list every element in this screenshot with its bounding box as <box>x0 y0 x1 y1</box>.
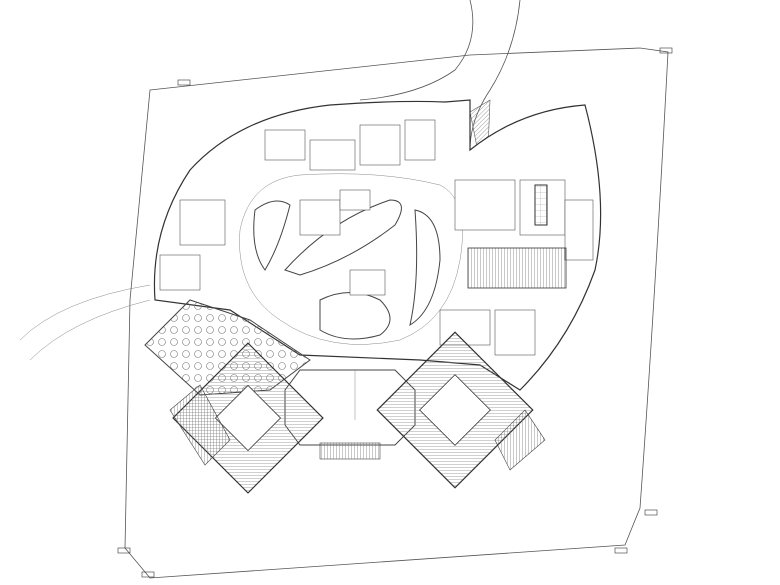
river <box>359 0 521 151</box>
entrance-steps <box>319 442 381 460</box>
elevation-markers <box>117 47 673 578</box>
plaza-steps-east <box>494 409 546 471</box>
site-boundary <box>124 47 669 579</box>
void-south <box>319 292 391 340</box>
parking-grid <box>467 247 567 289</box>
atrium-ring <box>239 173 463 345</box>
tower-east <box>376 331 534 489</box>
access-road <box>19 284 151 361</box>
stair-core <box>534 184 548 226</box>
plaza-steps-west <box>169 384 231 466</box>
void-west <box>253 200 291 271</box>
void-east <box>409 209 441 327</box>
